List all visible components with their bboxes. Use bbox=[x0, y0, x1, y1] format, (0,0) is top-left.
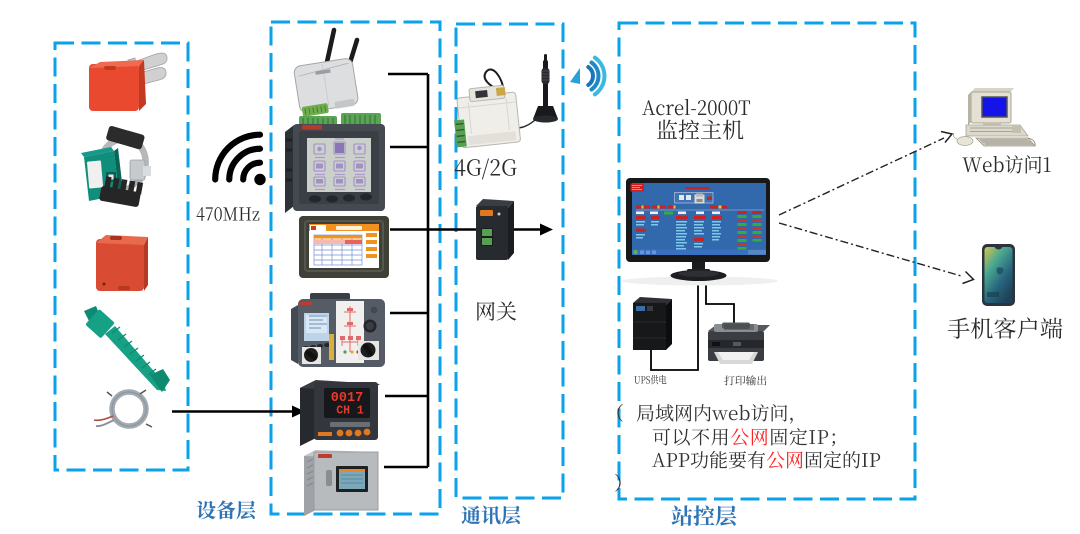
svg-text:CH 1: CH 1 bbox=[336, 405, 364, 418]
svg-text:0017: 0017 bbox=[331, 391, 363, 406]
